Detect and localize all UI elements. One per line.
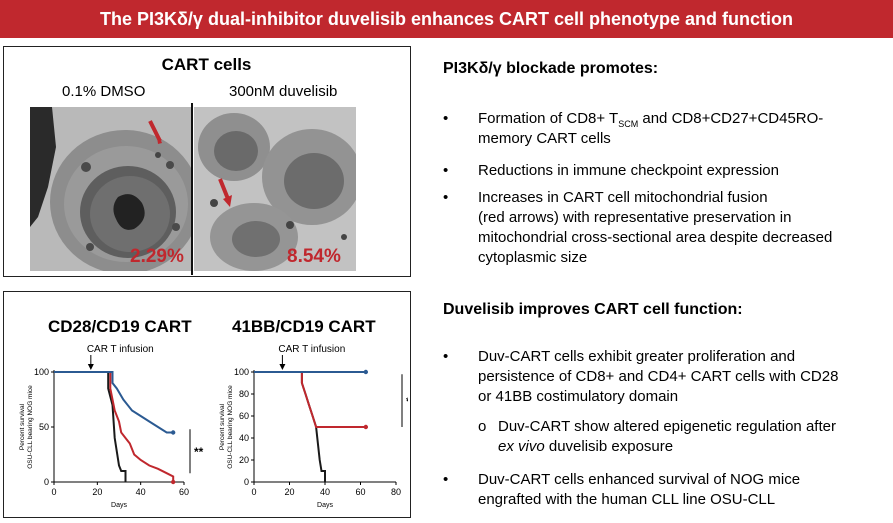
- bullet-3-line1: Increases in CART cell mitochondrial fus…: [478, 189, 768, 206]
- dmso-micrograph: [30, 107, 192, 271]
- banner-title: The PI3Kδ/γ dual-inhibitor duvelisib enh…: [0, 0, 893, 38]
- blockade-bullet-2: • Reductions in immune checkpoint expres…: [443, 161, 883, 181]
- y-tick-label: 100: [234, 367, 249, 377]
- x-tick-label: 80: [391, 487, 401, 497]
- survival-series-1: [254, 371, 326, 482]
- series-end-marker: [363, 369, 369, 375]
- car-t-infusion-label: CAR T infusion: [87, 344, 154, 355]
- bullet-3-line4: cytoplasmic size: [478, 249, 588, 266]
- duvelisib-percent: 8.54%: [287, 246, 341, 267]
- bullet-symbol: •: [443, 162, 449, 179]
- bullet-3-line3: mitochondrial cross-sectional area despi…: [478, 229, 833, 246]
- function-1-line2: persistence of CD8+ and CD4+ CART cells …: [478, 368, 839, 385]
- survival-panel: CD28/CD19 CART 41BB/CD19 CART 0 50 100 0 20 4…: [3, 291, 411, 518]
- x-axis-label: Days: [111, 502, 127, 509]
- subbullet-line1: Duv-CART show altered epigenetic regulat…: [498, 418, 836, 435]
- chart2-title: 41BB/CD19 CART: [232, 317, 376, 336]
- survival-series-1: [54, 371, 127, 482]
- x-tick-label: 0: [51, 487, 56, 497]
- bullet-1-line2: memory CART cells: [478, 130, 611, 147]
- duvelisib-cell-image: [194, 107, 356, 271]
- duvelisib-label: 300nM duvelisib: [229, 83, 338, 100]
- bullet-symbol: •: [443, 348, 449, 365]
- micrograph-panel: CART cells 0.1% DMSO 300nM duvelisib: [3, 46, 411, 277]
- significance-label: **: [194, 445, 204, 459]
- bullet-1-sub: SCM: [618, 119, 639, 129]
- survival-series-2: [254, 371, 366, 428]
- car-t-infusion-label: CAR T infusion: [278, 344, 345, 355]
- bullet-3-line2: (red arrows) with representative preserv…: [478, 209, 792, 226]
- function-1-line3: or 41BB costimulatory domain: [478, 388, 679, 405]
- series-end-marker: [363, 424, 369, 430]
- bullet-1-post: and CD8+CD27+CD45RO-: [638, 110, 824, 127]
- x-tick-label: 20: [92, 487, 102, 497]
- x-tick-label: 20: [284, 487, 294, 497]
- bullet-symbol: •: [443, 471, 449, 488]
- dmso-cell-image: [30, 107, 192, 271]
- bullet-2-text: Reductions in immune checkpoint expressi…: [478, 162, 779, 179]
- subbullet-italic: ex vivo: [498, 438, 545, 455]
- y-tick-label: 100: [34, 367, 49, 377]
- subbullet-line2: ex vivo duvelisib exposure: [498, 437, 673, 457]
- y-axis-label-1: Percent survival: [219, 403, 226, 450]
- bullet-1-pre: Formation of CD8+ T: [478, 110, 619, 127]
- y-axis-label-2: OSU-CLL bearing NOG mice: [27, 385, 34, 469]
- x-tick-label: 60: [179, 487, 189, 497]
- significance-label: *: [406, 395, 408, 409]
- x-tick-label: 60: [355, 487, 365, 497]
- y-tick-label: 40: [239, 433, 249, 443]
- subbullet-rest: duvelisib exposure: [544, 438, 674, 455]
- function-heading: Duvelisib improves CART cell function:: [443, 301, 743, 318]
- x-tick-label: 0: [251, 487, 256, 497]
- y-tick-label: 20: [239, 455, 249, 465]
- y-tick-label: 0: [244, 477, 249, 487]
- dmso-label: 0.1% DMSO: [62, 83, 146, 100]
- bullet-symbol: •: [443, 110, 449, 127]
- survival-series-3: [54, 371, 174, 434]
- bullet-1-line1: Formation of CD8+ TSCM and CD8+CD27+CD45…: [478, 109, 823, 134]
- series-end-marker: [170, 430, 176, 435]
- micrograph-title: CART cells: [161, 55, 252, 74]
- function-1-line1: Duv-CART cells exhibit greater prolifera…: [478, 348, 796, 365]
- bullet-symbol: •: [443, 189, 449, 206]
- survival-series-2: [54, 371, 175, 482]
- y-tick-label: 60: [239, 411, 249, 421]
- y-axis-label-2: OSU-CLL bearing NOG mice: [227, 385, 234, 469]
- x-axis-label: Days: [317, 502, 333, 509]
- y-axis-label-1: Percent survival: [19, 403, 26, 450]
- infusion-arrow-head: [279, 364, 286, 370]
- micrograph-divider: [191, 103, 193, 275]
- function-bullet-2: • Duv-CART cells enhanced survival of NO…: [443, 470, 888, 512]
- x-tick-label: 40: [320, 487, 330, 497]
- dmso-percent: 2.29%: [130, 246, 184, 267]
- infusion-arrow-head: [87, 364, 94, 370]
- blockade-heading: PI3Kδ/γ blockade promotes:: [443, 60, 659, 77]
- blockade-bullet-1: • Formation of CD8+ TSCM and CD8+CD27+CD…: [443, 109, 883, 151]
- duvelisib-micrograph: [194, 107, 356, 271]
- y-tick-label: 80: [239, 389, 249, 399]
- sub-bullet-marker: o: [478, 418, 487, 435]
- series-end-marker: [170, 479, 176, 485]
- function-bullet-1: • Duv-CART cells exhibit greater prolife…: [443, 347, 888, 407]
- chart1-title: CD28/CD19 CART: [48, 317, 192, 336]
- x-tick-label: 40: [136, 487, 146, 497]
- function-2-line2: engrafted with the human CLL line OSU-CL…: [478, 491, 776, 508]
- y-tick-label: 0: [44, 477, 49, 487]
- blockade-bullet-3: • Increases in CART cell mitochondrial f…: [443, 188, 888, 268]
- y-tick-label: 50: [39, 422, 49, 432]
- function-subbullet: o Duv-CART show altered epigenetic regul…: [478, 417, 888, 459]
- function-2-line1: Duv-CART cells enhanced survival of NOG …: [478, 471, 801, 488]
